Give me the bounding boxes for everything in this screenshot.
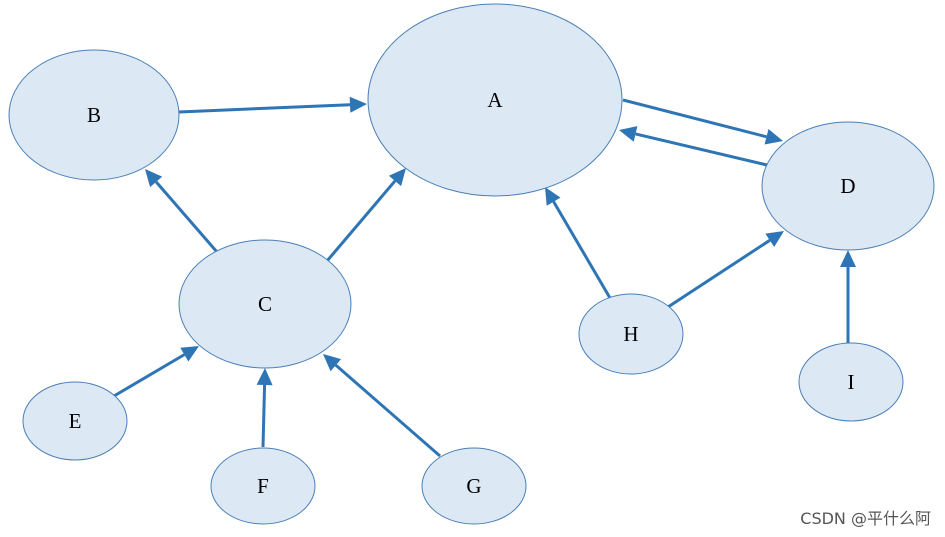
arrowhead — [256, 368, 273, 386]
edge-line — [325, 179, 397, 262]
edge-d-to-a — [619, 126, 768, 167]
arrowhead — [545, 187, 561, 206]
node-g: G — [421, 447, 527, 525]
arrowhead — [145, 169, 163, 188]
node-label: A — [487, 88, 503, 112]
node-label: I — [848, 370, 855, 394]
node-c: C — [178, 239, 352, 369]
arrowhead — [764, 129, 783, 145]
arrowhead — [619, 126, 638, 142]
edge-line — [622, 98, 767, 139]
edge-a-to-d — [622, 98, 783, 145]
edge-i-to-d — [840, 250, 856, 343]
edge-line — [155, 180, 219, 253]
edge-line — [113, 353, 186, 398]
node-label: E — [69, 409, 82, 433]
edge-h-to-a — [545, 187, 612, 299]
node-i: I — [798, 342, 904, 422]
node-label: F — [257, 474, 269, 498]
arrowhead — [180, 346, 199, 362]
arrowhead — [388, 168, 406, 187]
node-f: F — [210, 447, 316, 525]
edge-line — [261, 384, 267, 448]
edge-e-to-c — [113, 346, 199, 398]
node-ellipse — [178, 239, 352, 369]
edge-line — [334, 364, 441, 458]
edge-c-to-b — [145, 169, 219, 253]
edge-c-to-a — [325, 168, 406, 262]
node-label: D — [840, 174, 855, 198]
edge-h-to-d — [667, 231, 784, 309]
edge-line — [178, 103, 351, 114]
arrowhead — [765, 231, 784, 248]
edge-f-to-c — [256, 368, 273, 448]
arrowhead — [349, 96, 367, 113]
edge-line — [552, 200, 612, 299]
node-label: H — [623, 322, 638, 346]
node-d: D — [761, 121, 935, 251]
node-a: A — [367, 3, 623, 197]
node-b: B — [8, 49, 180, 181]
node-ellipse — [578, 293, 684, 375]
node-ellipse — [761, 121, 935, 251]
arrowhead — [840, 250, 856, 267]
edge-line — [667, 239, 771, 309]
edges-layer — [113, 96, 856, 458]
node-e: E — [22, 381, 128, 461]
node-label: G — [466, 474, 481, 498]
node-ellipse — [8, 49, 180, 181]
node-label: B — [87, 103, 101, 127]
node-h: H — [578, 293, 684, 375]
node-label: C — [258, 292, 272, 316]
edge-line — [635, 132, 768, 167]
node-ellipse — [367, 3, 623, 197]
edge-g-to-c — [323, 354, 441, 458]
node-ellipse — [421, 447, 527, 525]
edge-b-to-a — [178, 96, 367, 114]
node-ellipse — [210, 447, 316, 525]
node-ellipse — [798, 342, 904, 422]
arrowhead — [323, 354, 342, 372]
nodes-layer: A B C D E F G H I — [8, 3, 935, 525]
node-ellipse — [22, 381, 128, 461]
watermark: CSDN @平什么阿 — [800, 509, 931, 528]
